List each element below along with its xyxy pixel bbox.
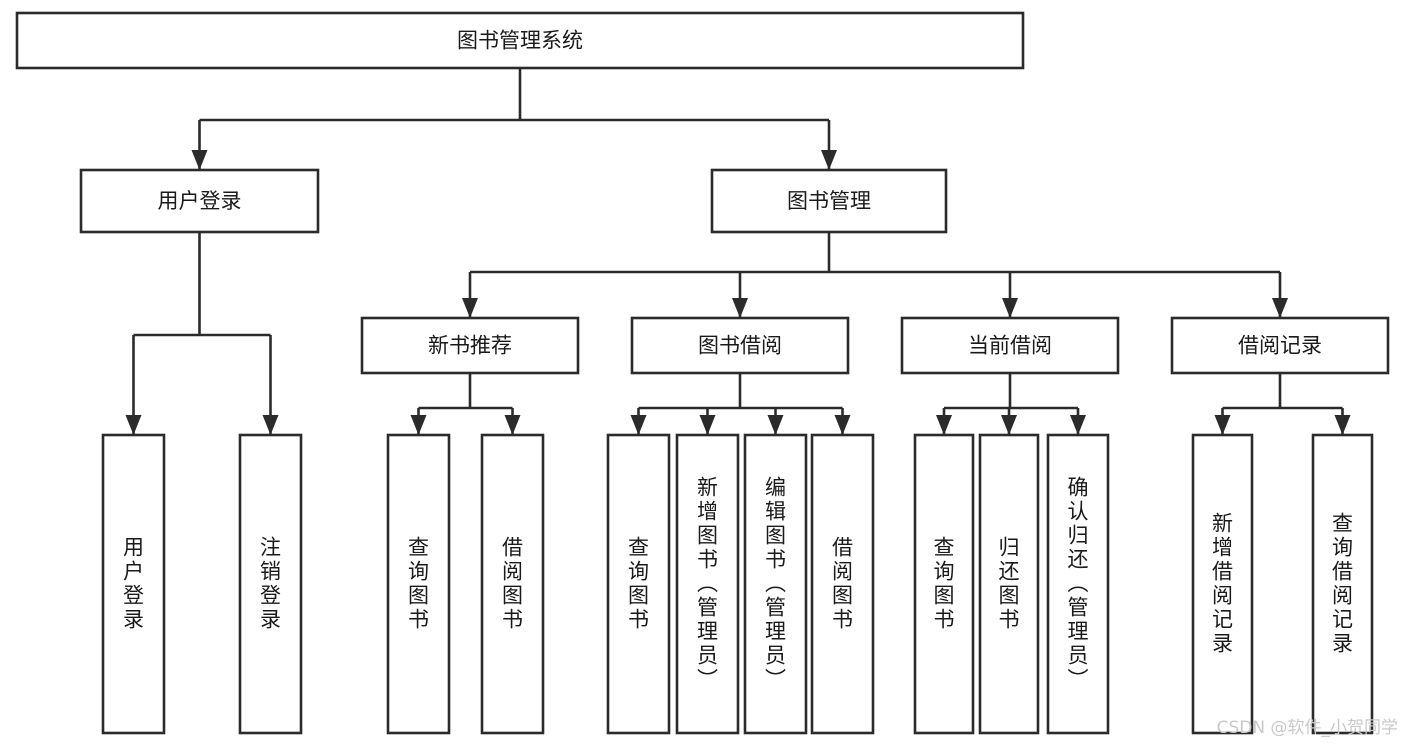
leaf-node-leaf-user-login-box[interactable] [101, 433, 166, 735]
leaf-node-leaf-user-logout[interactable]: 注销登录 [238, 433, 303, 735]
leaf-node-leaf-query-book-3-label: 查询图书 [934, 536, 955, 632]
leaf-node-leaf-add-record-label: 新增借阅记录 [1212, 512, 1233, 656]
level2-node-user-login-label: 用户登录 [158, 189, 242, 213]
book-manage-fan-arrow-0 [462, 298, 478, 318]
level3-node-new-book-rec-label: 新书推荐 [428, 334, 512, 358]
level2-node-user-login-box[interactable] [79, 168, 320, 234]
leaf-node-leaf-edit-book[interactable]: 编辑图书︵管理员︶ [743, 433, 808, 735]
root-node-label: 图书管理系统 [457, 29, 583, 53]
new-book-rec-fan-arrow-1 [504, 415, 521, 435]
leaf-node-leaf-query-record-label: 查询借阅记录 [1332, 512, 1353, 656]
csdn-watermark: CSDN @软件_小贺同学 [1217, 718, 1398, 738]
root-fan-arrow-0 [191, 150, 208, 170]
leaf-node-leaf-add-record-box[interactable] [1191, 433, 1254, 735]
level3-node-book-borrow-label: 图书借阅 [698, 334, 782, 358]
leaf-node-leaf-query-book-1-label: 查询图书 [408, 536, 429, 632]
level3-node-book-borrow[interactable]: 图书借阅 [630, 316, 850, 375]
leaf-node-leaf-user-logout-label: 注销登录 [260, 536, 281, 632]
leaf-node-leaf-query-book-2-label: 查询图书 [628, 536, 649, 632]
leaf-node-leaf-user-login[interactable]: 用户登录 [101, 433, 166, 735]
leaf-node-leaf-edit-book-label: 编辑图书︵管理员︶ [765, 476, 786, 692]
leaf-node-leaf-return-book-label: 归还图书 [999, 536, 1020, 632]
level2-node-user-login[interactable]: 用户登录 [79, 168, 320, 234]
leaf-node-leaf-add-book[interactable]: 新增图书︵管理员︶ [675, 433, 740, 735]
level3-node-current-borrow[interactable]: 当前借阅 [900, 316, 1120, 375]
leaf-node-leaf-confirm-return-label: 确认归还︵管理员︶ [1068, 476, 1089, 692]
leaf-node-leaf-query-book-2[interactable]: 查询图书 [606, 433, 671, 735]
leaf-node-leaf-borrow-book-2-label: 借阅图书 [832, 536, 853, 632]
level3-node-borrow-record-box[interactable] [1170, 316, 1390, 375]
leaf-node-leaf-query-record-box[interactable] [1311, 433, 1374, 735]
root-node[interactable]: 图书管理系统 [15, 11, 1025, 70]
leaf-node-leaf-confirm-return-box[interactable] [1046, 433, 1110, 735]
leaf-node-leaf-confirm-return[interactable]: 确认归还︵管理员︶ [1046, 433, 1110, 735]
level3-node-current-borrow-label: 当前借阅 [968, 334, 1052, 358]
leaf-node-leaf-borrow-book-2-box[interactable] [810, 433, 875, 735]
current-borrow-fan-arrow-2 [1070, 415, 1086, 435]
book-borrow-fan-arrow-1 [699, 415, 716, 435]
leaf-node-leaf-borrow-book-2[interactable]: 借阅图书 [810, 433, 875, 735]
leaf-node-leaf-query-book-3[interactable]: 查询图书 [913, 433, 975, 735]
leaf-node-leaf-borrow-book-1-box[interactable] [480, 433, 545, 735]
leaf-node-leaf-edit-book-box[interactable] [743, 433, 808, 735]
level3-node-borrow-record-label: 借阅记录 [1238, 334, 1322, 358]
user-login-fan-arrow-0 [125, 415, 142, 435]
leaf-node-leaf-return-book[interactable]: 归还图书 [978, 433, 1040, 735]
current-borrow-fan-arrow-0 [936, 415, 952, 435]
leaf-node-leaf-borrow-book-1[interactable]: 借阅图书 [480, 433, 545, 735]
current-borrow-fan-arrow-1 [1001, 415, 1017, 435]
level2-node-book-manage-label: 图书管理 [787, 189, 871, 213]
book-manage-fan-arrow-3 [1272, 298, 1288, 318]
borrow-record-fan-arrow-1 [1334, 415, 1351, 435]
leaf-node-leaf-query-book-1[interactable]: 查询图书 [386, 433, 451, 735]
leaf-node-leaf-user-login-label: 用户登录 [123, 536, 144, 632]
leaf-node-leaf-query-book-3-box[interactable] [913, 433, 975, 735]
leaf-node-leaf-user-logout-box[interactable] [238, 433, 303, 735]
leaf-node-leaf-add-book-label: 新增图书︵管理员︶ [697, 476, 718, 692]
borrow-record-fan-arrow-0 [1214, 415, 1231, 435]
new-book-rec-fan-arrow-0 [410, 415, 427, 435]
level3-node-new-book-rec[interactable]: 新书推荐 [360, 316, 580, 375]
level3-node-new-book-rec-box[interactable] [360, 316, 580, 375]
node-layer: 图书管理系统用户登录图书管理新书推荐图书借阅当前借阅借阅记录用户登录注销登录查询… [15, 11, 1390, 735]
level2-node-book-manage-box[interactable] [710, 168, 948, 234]
connector-layer [125, 68, 1351, 435]
root-node-box[interactable] [15, 11, 1025, 70]
leaf-node-leaf-return-book-box[interactable] [978, 433, 1040, 735]
root-fan-arrow-1 [821, 150, 837, 170]
leaf-node-leaf-add-record[interactable]: 新增借阅记录 [1191, 433, 1254, 735]
leaf-node-leaf-borrow-book-1-label: 借阅图书 [502, 536, 523, 632]
leaf-node-leaf-add-book-box[interactable] [675, 433, 740, 735]
level3-node-borrow-record[interactable]: 借阅记录 [1170, 316, 1390, 375]
book-manage-fan-arrow-1 [732, 298, 748, 318]
leaf-node-leaf-query-book-1-box[interactable] [386, 433, 451, 735]
level2-node-book-manage[interactable]: 图书管理 [710, 168, 948, 234]
book-borrow-fan-arrow-2 [767, 415, 784, 435]
leaf-node-leaf-query-record[interactable]: 查询借阅记录 [1311, 433, 1374, 735]
book-manage-fan-arrow-2 [1002, 298, 1018, 318]
level3-node-book-borrow-box[interactable] [630, 316, 850, 375]
book-borrow-fan-arrow-3 [834, 415, 851, 435]
user-login-fan-arrow-1 [262, 415, 279, 435]
leaf-node-leaf-query-book-2-box[interactable] [606, 433, 671, 735]
book-borrow-fan-arrow-0 [630, 415, 647, 435]
level3-node-current-borrow-box[interactable] [900, 316, 1120, 375]
